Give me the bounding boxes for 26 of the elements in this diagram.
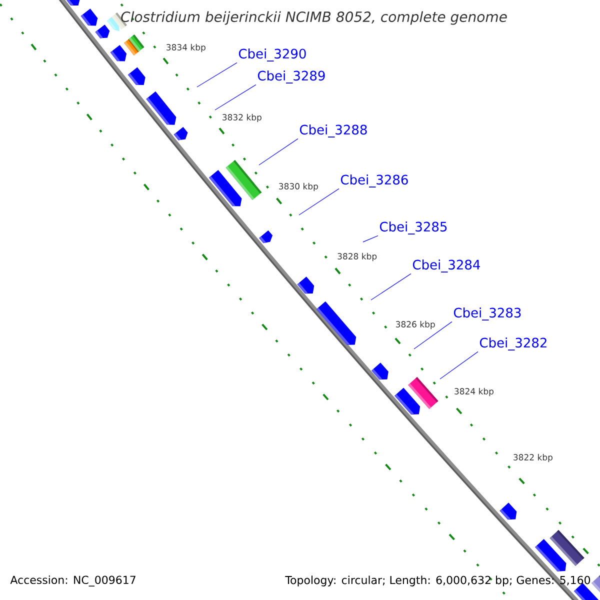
gene-label: Cbei_3282 — [480, 338, 546, 350]
gene-label: Cbei_3283 — [454, 308, 521, 320]
gene-label: Cbei_3286 — [340, 174, 408, 188]
tick-label: 3830 kbp — [279, 182, 318, 192]
leader-line — [298, 188, 340, 216]
title: Clostridium beijerinckii NCIMB 8052, complete genome — [121, 11, 507, 25]
leader-line — [414, 321, 452, 350]
gene-label: Cbei_3288 — [300, 124, 367, 138]
leader-line — [258, 138, 298, 166]
leader-line — [370, 273, 412, 300]
leader-line — [362, 235, 378, 242]
tick-label: 3834 kbp — [166, 44, 206, 52]
gene-label: Cbei_3285 — [380, 222, 447, 234]
gene-label: Cbei_3284 — [412, 260, 480, 272]
leader-line — [440, 351, 478, 380]
gene-label: Cbei_3289 — [258, 70, 325, 84]
tick-label: 3824 kbp — [454, 388, 494, 396]
tick-label: 3822 kbp — [514, 454, 552, 462]
leader-line — [214, 84, 256, 110]
tick-label: 3826 kbp — [396, 320, 435, 330]
tick-label: 3832 kbp — [222, 114, 262, 122]
footer-text: Accession: NC_009617 — [10, 576, 136, 586]
leader-line — [196, 62, 238, 88]
gene-label: Cbei_3290 — [238, 48, 306, 62]
footer-text: Topology: circular; Length: 6,000,632 bp; Genes: 5,160 — [285, 576, 590, 586]
tick-label: 3828 kbp — [338, 252, 377, 262]
